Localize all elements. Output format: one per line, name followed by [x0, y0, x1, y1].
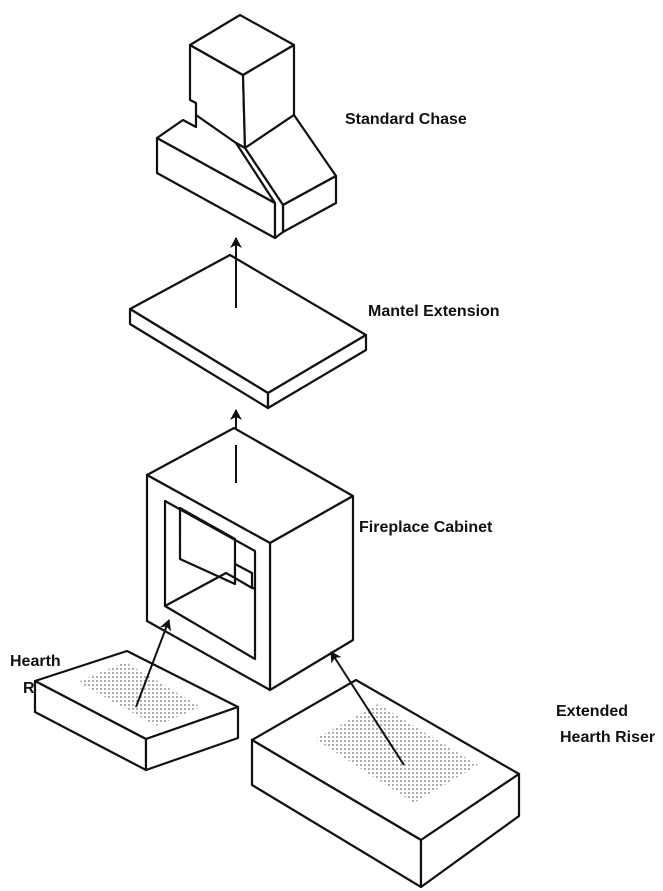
label-standard-chase: Standard Chase	[345, 111, 467, 128]
hearth-riser-part	[33, 649, 240, 772]
fireplace-cabinet-part	[145, 426, 355, 692]
label-extended-line2: Hearth Riser	[560, 729, 655, 746]
label-hearth-line1: Hearth	[10, 653, 61, 670]
arrow-extended-to-cabinet	[330, 651, 405, 766]
extended-hearth-riser-part	[250, 678, 521, 889]
arrow-hearth-to-cabinet	[135, 619, 172, 708]
label-mantel-extension: Mantel Extension	[368, 303, 500, 320]
label-extended-line1: Extended	[556, 703, 628, 720]
standard-chase-part	[155, 13, 338, 240]
label-hearth-line2: R	[23, 680, 35, 697]
label-fireplace-cabinet: Fireplace Cabinet	[359, 519, 493, 536]
mantel-extension-part	[128, 253, 368, 410]
